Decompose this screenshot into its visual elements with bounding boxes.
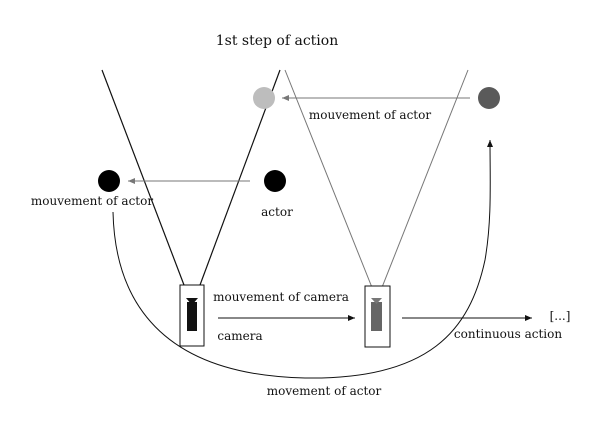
diagram-title: 1st step of action bbox=[216, 33, 338, 49]
camera2-lens-triangle bbox=[371, 298, 382, 304]
top-actor-movement-label: mouvement of actor bbox=[309, 108, 431, 122]
left-actor-movement-label: mouvement of actor bbox=[31, 194, 153, 208]
ellipsis-label: [...] bbox=[550, 309, 571, 323]
actor-left-circle bbox=[98, 170, 120, 192]
camera-label: camera bbox=[217, 329, 262, 343]
camera2-body bbox=[371, 302, 382, 331]
camera1-body bbox=[187, 302, 197, 331]
bottom-actor-movement-label: movement of actor bbox=[267, 384, 382, 398]
actor-center-circle bbox=[264, 170, 286, 192]
actor-label: actor bbox=[261, 205, 293, 219]
actor-dark-gray-circle bbox=[478, 87, 500, 109]
camera2-cone-right-line bbox=[376, 69, 469, 301]
actor-light-gray-circle bbox=[253, 87, 275, 109]
camera2-cone-left-line bbox=[284, 69, 378, 301]
camera-movement-label: mouvement of camera bbox=[213, 290, 349, 304]
camera1-cone-left-line bbox=[101, 69, 185, 286]
bottom-actor-movement-curve bbox=[112, 139, 494, 379]
camera1-lens-triangle bbox=[186, 298, 198, 305]
camera2-frame bbox=[364, 285, 391, 348]
continuous-action-label: continuous action bbox=[454, 327, 562, 341]
